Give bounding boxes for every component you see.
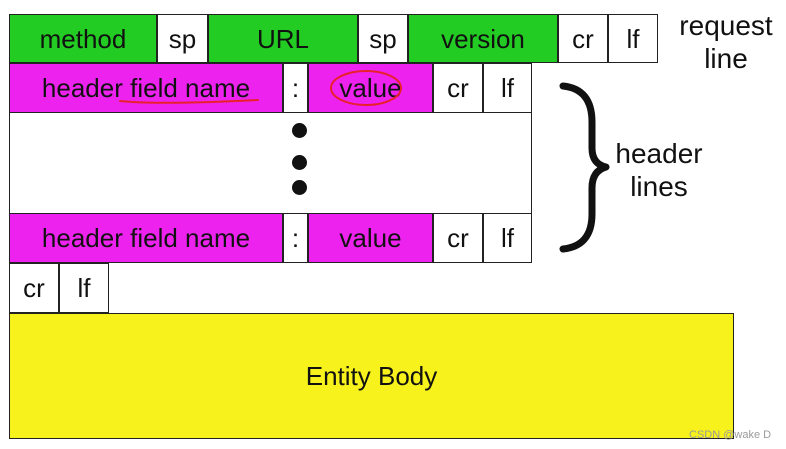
header-field-name-2: header field name — [9, 213, 283, 263]
header-value-2-label: value — [339, 223, 402, 253]
header-lf-2: lf — [483, 213, 532, 263]
request-lf-field: lf — [608, 14, 658, 63]
ellipsis-dot-2 — [292, 155, 307, 170]
ellipsis-dot-1 — [292, 123, 307, 138]
request-lf-label: lf — [626, 23, 640, 54]
blank-cr-label: cr — [23, 273, 45, 303]
header-cr-1: cr — [433, 63, 483, 113]
version-label: version — [441, 23, 525, 54]
entity-body: Entity Body — [9, 313, 734, 439]
watermark: CSDN @wake D — [689, 429, 772, 441]
request-line-label-1: request — [679, 10, 773, 41]
header-field-name-1-label: header field name — [41, 73, 251, 103]
header-value-1-label: value — [339, 73, 402, 103]
sp-label-2: sp — [369, 23, 397, 54]
version-field: version — [408, 14, 558, 63]
curly-brace — [559, 82, 610, 253]
request-cr-label: cr — [572, 23, 594, 54]
header-value-1: value — [308, 63, 433, 113]
header-colon-2-label: : — [291, 223, 300, 253]
header-lines-label-1: header — [615, 138, 703, 169]
sp-label-1: sp — [168, 23, 197, 54]
request-line-label-2: line — [704, 43, 748, 74]
header-field-name-2-label: header field name — [41, 223, 251, 253]
method-field: method — [9, 14, 157, 63]
header-lf-1: lf — [483, 63, 532, 113]
header-value-2: value — [308, 213, 433, 263]
header-cr-1-label: cr — [447, 73, 469, 103]
blank-cr-field: cr — [9, 263, 59, 313]
url-field: URL — [208, 14, 358, 63]
entity-body-label: Entity Body — [305, 361, 438, 391]
blank-lf-field: lf — [59, 263, 109, 313]
url-label: URL — [256, 23, 309, 54]
header-cr-2-label: cr — [447, 223, 469, 253]
header-cr-2: cr — [433, 213, 483, 263]
ellipsis-dot-3 — [292, 180, 307, 195]
header-colon-1-label: : — [291, 73, 300, 103]
blank-lf-label: lf — [77, 273, 91, 303]
header-lines-label: header lines — [607, 137, 711, 203]
sp-field-2: sp — [358, 14, 408, 63]
header-field-name-1: header field name — [9, 63, 283, 113]
request-line-label: request line — [670, 9, 782, 75]
header-lines-label-2: lines — [630, 171, 688, 202]
request-cr-field: cr — [558, 14, 608, 63]
header-lf-1-label: lf — [501, 73, 514, 103]
header-lf-2-label: lf — [501, 223, 514, 253]
sp-field-1: sp — [157, 14, 208, 63]
header-colon-2: : — [283, 213, 308, 263]
method-label: method — [39, 23, 127, 54]
header-colon-1: : — [283, 63, 308, 113]
